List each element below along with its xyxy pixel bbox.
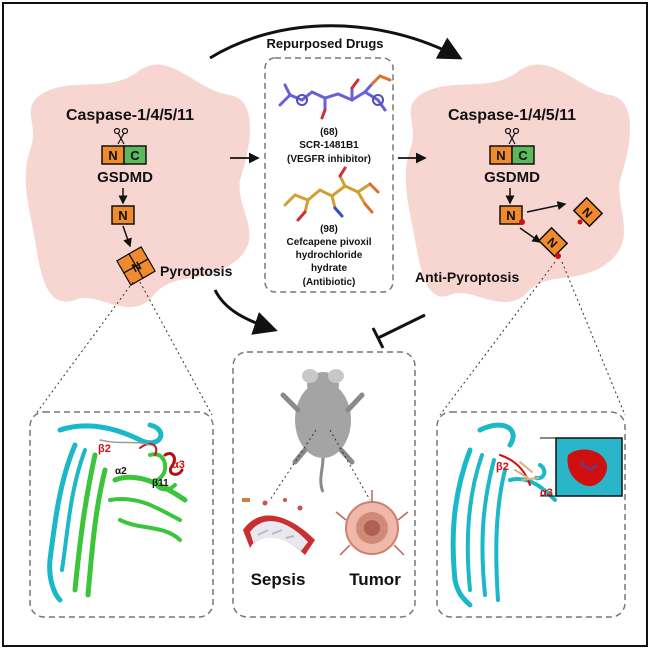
right-drug-dot-1 [519,219,525,225]
zoom-line-left-2 [139,281,213,416]
drug-98-name-line1: Cefcapene pivoxil [286,237,371,248]
right-domain-n-label: N [496,148,505,163]
right-arrow-3 [519,227,542,243]
inhibition-line [377,313,426,340]
left-a2-label: α2 [115,466,127,477]
right-domain-c [511,145,535,165]
mouse-icon [280,369,365,493]
drug-68-class: (VEGFR inhibitor) [287,154,371,165]
right-n-fragment-label: N [506,208,515,223]
anti-pyroptosis-label: Anti-Pyroptosis [415,269,519,285]
left-domain-n-label: N [108,148,117,163]
molecule-98-structure [283,166,380,222]
repurposed-arrow [209,24,463,60]
drug-98-number: (98) [320,224,338,235]
right-a3-label: α3 [540,487,553,499]
left-protein-ribbon [47,422,188,603]
mouse-zoom-right [329,429,371,501]
right-n-fragment-3: N [537,226,569,258]
left-arrow-2 [122,225,132,248]
right-drug-dot-2 [577,219,583,225]
right-n-fragment-2: N [572,196,604,228]
inhibition-bar [371,327,385,349]
right-gsdmd-label: GSDMD [484,169,540,186]
right-arrow-2 [526,201,567,213]
right-n-fragment [499,205,523,225]
tumor-icon [335,490,409,556]
drug-98-class: (Antibiotic) [303,277,356,288]
zoom-line-right-2 [561,261,626,416]
right-scissors-icon [504,127,520,145]
left-a3-label: α3 [172,459,185,471]
right-domain-c-label: C [518,148,528,163]
drug-98-name-line3: hydrate [311,263,348,274]
left-domain-c-label: C [130,148,140,163]
drug-98-name-line2: hydrochloride [296,250,363,261]
zoom-line-right-1 [439,261,556,416]
molecule-68-structure [278,74,392,120]
drug-68-name: SCR-1481B1 [299,140,359,151]
left-n-fragment [111,205,135,225]
left-b11-label: β11 [152,478,169,489]
left-pore-oligomer: N [116,246,156,286]
ligand-in-pocket [579,461,599,471]
tumor-label: Tumor [349,570,401,589]
drug-box [264,57,394,293]
left-n-fragment-label: N [118,208,127,223]
left-b2-label: β2 [98,443,111,455]
repurposed-drugs-label: Repurposed Drugs [266,36,383,51]
left-scissors-icon [113,127,129,145]
right-protein-ribbon [450,422,557,608]
right-cell-blob [405,64,630,303]
left-gsdmd-label: GSDMD [97,169,153,186]
left-cell-blob [25,64,251,308]
pyroptosis-to-disease-arrow [213,289,278,335]
sepsis-label: Sepsis [251,570,306,589]
right-enzyme-label: Caspase-1/4/5/11 [448,107,576,124]
left-enzyme-label: Caspase-1/4/5/11 [66,107,194,124]
pyroptosis-label: Pyroptosis [160,263,233,279]
mouse-zoom-left [269,429,317,501]
right-drug-dot-3 [555,253,561,259]
right-b2-label: β2 [496,461,509,473]
left-domain-c [123,145,147,165]
blood-vessel-icon [242,498,315,555]
drug-68-number: (68) [320,127,338,138]
